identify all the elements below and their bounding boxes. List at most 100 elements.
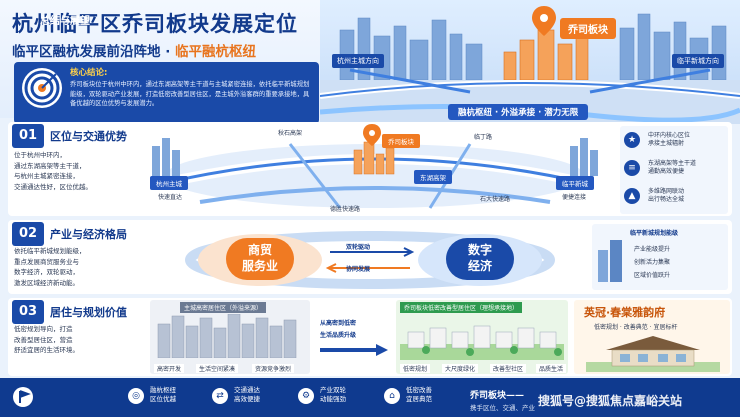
side-text: 通勤高效便捷 xyxy=(648,168,685,175)
conclusion-title: 核心结论: xyxy=(70,68,108,78)
section-title-2: 产业与经济格局 xyxy=(50,228,127,241)
planning-item: 产业能级提升 xyxy=(634,246,671,253)
synergy-label: 协同发展 xyxy=(346,266,371,273)
section-desc-1: 位于杭州中环内， 通过东湖高架等主干道， 与杭州主城紧密连接， 交通通达性好，区… xyxy=(14,150,92,192)
desc-line: 激发区域经济新动能。 xyxy=(14,278,79,287)
side-text: 承接主城辐射 xyxy=(648,140,685,147)
desc-line: 低密规划导向，打造 xyxy=(14,325,73,333)
footer-title: 总结与展望 xyxy=(40,16,90,27)
planning-item: 创新活力集聚 xyxy=(634,259,671,266)
side-text: 出行畅达全城 xyxy=(648,196,685,203)
road-shida: 石大快速路 xyxy=(480,196,511,203)
watermark: 搜狐号@搜狐焦点嘉峪关站 xyxy=(538,394,683,408)
flag-icon xyxy=(13,387,33,407)
dense-buildings xyxy=(157,314,297,358)
footer-item-text: 低密改善 xyxy=(406,386,432,394)
trade-service-node: 商贸 服务业 xyxy=(226,238,294,280)
section-number-1: 01 xyxy=(12,124,44,148)
footer-item-text: 高效便捷 xyxy=(234,395,260,403)
city-illustration xyxy=(320,0,740,124)
desc-line: 重点发展商贸服务业与 xyxy=(14,257,79,266)
footer-item-text: 交通通达 xyxy=(234,386,260,394)
conclusion-box: 核心结论: 乔司板块位于杭州中环内，通过东湖高架等主干道与主城紧密连接，依托临平… xyxy=(14,62,319,124)
traffic-icon: ⇄ xyxy=(212,388,228,404)
community-tag: 低密规划 xyxy=(400,364,431,373)
footer-item-text: 区位优越 xyxy=(150,395,176,403)
hero-tag-hangzhou: 杭州主城方向 xyxy=(332,54,384,68)
hero-tag-qiaosi: 乔司板块 xyxy=(560,18,616,39)
community-tag: 大尺度绿化 xyxy=(442,364,479,373)
side-text: 东湖高架等主干道 xyxy=(648,160,697,167)
subtitle-part-b: 临平融杭枢纽 xyxy=(175,44,257,60)
side-text: 多维路网联动 xyxy=(648,188,685,195)
road-qiushi: 秋石高架 xyxy=(278,130,303,137)
linping-label: 临平新城 xyxy=(556,176,594,190)
desc-line: 位于杭州中环内， xyxy=(14,151,66,159)
digital-label-b: 经济 xyxy=(467,259,492,273)
side-text: 中环内核心区位 xyxy=(648,132,691,139)
transport-diagram xyxy=(152,124,598,209)
desc-line: 数字经济，双轮驱动， xyxy=(14,268,79,276)
low-density-buildings xyxy=(400,325,564,360)
footer-bar xyxy=(0,378,740,417)
section-title-3: 居住与规划价值 xyxy=(50,306,127,319)
location-star-icon: ★ xyxy=(624,132,640,148)
linping-sub: 便捷连接 xyxy=(562,194,587,201)
qiaosi-block-label: 乔司板块 xyxy=(382,134,420,148)
section-number-3: 03 xyxy=(12,300,44,324)
network-icon: ▲ xyxy=(624,188,640,204)
road-desheng: 德胜快速路 xyxy=(330,206,361,213)
footer-item-text: 融杭枢纽 xyxy=(150,386,176,394)
desc-line: 舒适宜居的生活环境。 xyxy=(14,346,79,354)
digital-economy-node: 数字 经济 xyxy=(446,238,514,280)
dense-city-caption: 主城高密居住区（外溢来源） xyxy=(180,302,267,313)
project-house xyxy=(586,336,720,372)
project-tagline: 低密规划 · 改善典范 · 宜居标杆 xyxy=(594,324,678,331)
desc-line: 交通通达性好，区位优越。 xyxy=(14,182,92,191)
section-number-2: 02 xyxy=(12,222,44,246)
page-subtitle: 临平区融杭发展前沿阵地 · 临平融杭枢纽 xyxy=(12,40,256,60)
digital-label-a: 数字 xyxy=(467,243,492,257)
dense-tag: 生活空间紧凑 xyxy=(196,364,239,373)
subtitle-part-a: 临平区融杭发展前沿阵地 xyxy=(12,44,161,60)
hero-caption: 融杭枢纽 · 外溢承接 · 潜力无限 xyxy=(448,104,589,120)
conclusion-text: 乔司板块位于杭州中环内，通过东湖高架等主干道与主城紧密连接，依托临平新城规划能级… xyxy=(70,81,310,108)
footer-item-text: 产业双轮 xyxy=(320,386,346,394)
home-icon: ⌂ xyxy=(384,388,400,404)
desc-line: 改善型居住区，营造 xyxy=(14,335,73,344)
hero-tag-linping: 临平新城方向 xyxy=(672,54,724,68)
planning-title: 临平新城规划能级 xyxy=(630,230,679,237)
desc-line: 通过东湖高架等主干道， xyxy=(14,161,86,170)
trade-label-a: 商贸 xyxy=(247,243,272,257)
right-arrow-icon xyxy=(320,344,388,356)
project-name: 英冠·春棠雅韵府 xyxy=(584,306,666,319)
desc-line: 与杭州主城紧密连接， xyxy=(14,172,79,180)
dual-drive-label: 双轮驱动 xyxy=(346,244,371,251)
dense-tag: 高密开发 xyxy=(154,364,185,373)
community-tag: 品质生活 xyxy=(536,364,567,373)
footer-final-title: 乔司板块—— xyxy=(470,391,525,401)
road-donghu: 东湖高架 xyxy=(414,170,452,184)
dense-tag: 资源竞争激烈 xyxy=(252,364,295,373)
page-title: 杭州临平区乔司板块发展定位 xyxy=(12,12,298,36)
building-icon xyxy=(598,240,622,282)
section-desc-3: 低密规划导向，打造 改善型居住区，营造 舒适宜居的生活环境。 xyxy=(14,324,79,356)
trade-label-b: 服务业 xyxy=(241,259,278,273)
industry-gear-icon: ⚙ xyxy=(298,388,314,404)
desc-line: 依托临平新城规划能级， xyxy=(14,247,86,255)
community-tag: 改善型社区 xyxy=(490,364,527,373)
target-icon xyxy=(22,68,62,108)
upgrade-label-b: 生活品质升级 xyxy=(320,332,357,339)
hangzhou-sub: 快速直达 xyxy=(158,194,183,201)
hub-icon: ◎ xyxy=(128,388,144,404)
planning-item: 区域价值跃升 xyxy=(634,272,671,279)
road-linding: 临丁路 xyxy=(474,134,493,141)
section-title-1: 区位与交通优势 xyxy=(50,130,127,143)
low-density-caption: 乔司板块低密改善型居住区（理想承接地） xyxy=(400,302,523,313)
section-desc-2: 依托临平新城规划能级， 重点发展商贸服务业与 数字经济，双轮驱动， 激发区域经济… xyxy=(14,246,86,288)
footer-item-text: 宜居典范 xyxy=(406,395,432,403)
upgrade-label-a: 从高密到低密 xyxy=(320,320,357,327)
dual-drive-diagram xyxy=(185,231,555,289)
road-icon: ≡ xyxy=(624,160,640,176)
hangzhou-label: 杭州主城 xyxy=(150,176,188,190)
